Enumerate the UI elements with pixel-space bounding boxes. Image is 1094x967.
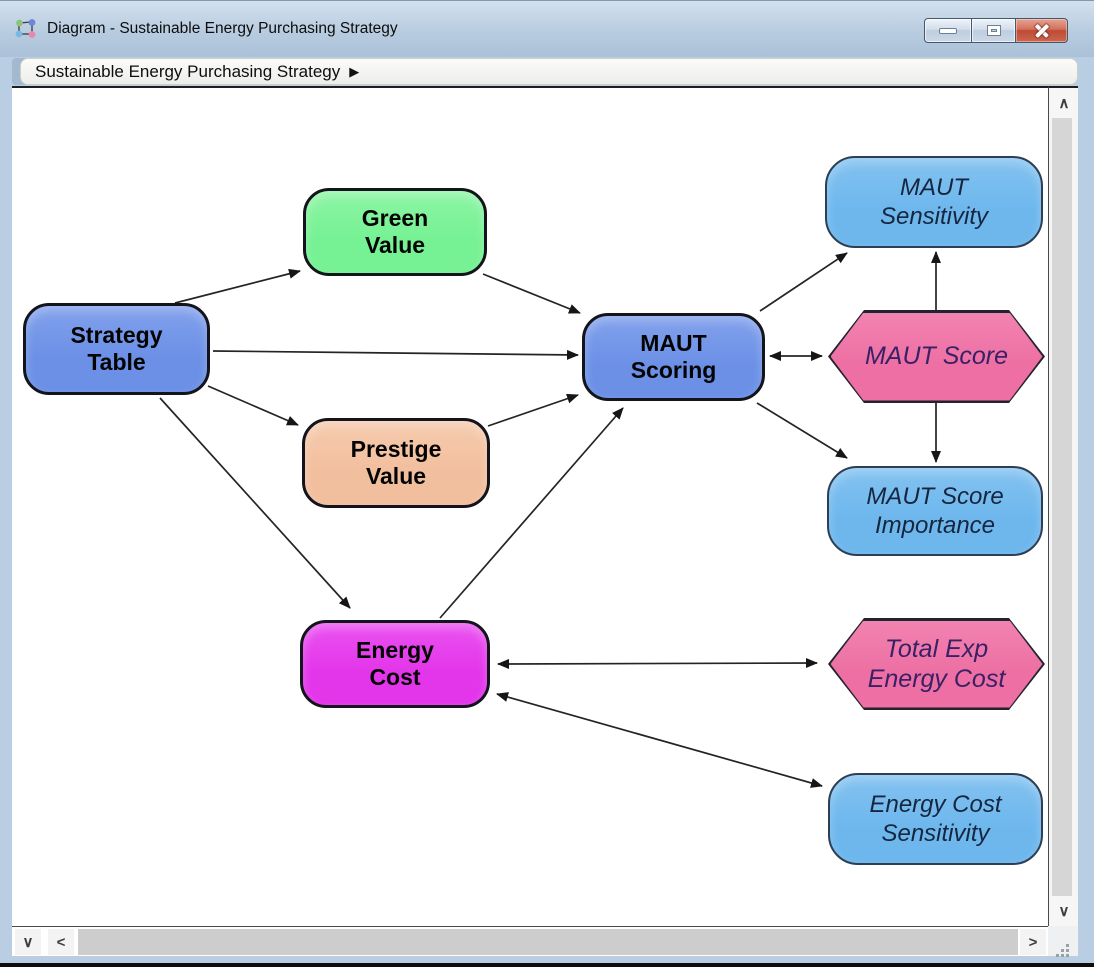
node-label: Cost [369,664,421,690]
breadcrumb[interactable]: Sustainable Energy Purchasing Strategy ▶ [20,58,1078,85]
edge-strategy-prestige [207,385,299,426]
node-label: MAUT Score [864,342,1009,371]
edge-energy-totalexp [497,658,818,669]
node-label: Sensitivity [879,203,989,230]
minimize-button[interactable] [924,18,972,43]
node-label: Green [361,205,429,232]
node-label: Strategy [70,322,163,349]
maximize-button[interactable] [972,18,1016,43]
scroll-right-button[interactable]: > [1020,929,1046,955]
breadcrumb-expand-icon[interactable]: ▶ [349,63,360,79]
chevron-down-icon: ∨ [1058,903,1070,920]
hexagon-fill [831,621,1043,708]
horizontal-scrollbar-track[interactable] [78,929,1018,955]
minimize-icon [940,28,956,33]
node-label: Total Exp [884,634,989,663]
scroll-down-button[interactable]: ∨ [1050,896,1078,926]
close-icon [1033,23,1051,39]
window-controls [924,18,1068,43]
hexagon-fill [831,313,1043,401]
edge-energy-ecsens [496,692,823,788]
resize-grip[interactable] [1048,926,1078,956]
node-label: Table [87,349,146,375]
edge-green-maut [482,273,581,314]
node-label: Value [364,232,426,258]
title-bar: Diagram - Sustainable Energy Purchasing … [0,1,1094,57]
edge-strategy-green [174,268,301,304]
diagram-app-icon [14,18,38,40]
resize-grip-icon [1066,944,1069,947]
vertical-scrollbar[interactable]: ∧ ∨ [1048,86,1078,926]
scroll-up-button[interactable]: ∧ [1050,88,1078,118]
edge-maut-importance [756,402,848,459]
node-label: Energy [356,637,434,664]
node-label: Value [365,463,427,489]
pane-expand-button[interactable]: ∨ [15,929,41,955]
close-button[interactable] [1016,18,1068,43]
horizontal-scrollbar[interactable]: ∨ < > [12,926,1048,956]
edge-maut-sensitivity [759,252,848,312]
node-label: MAUT [900,173,968,201]
chevron-right-icon: > [1028,933,1038,951]
chevron-down-icon: ∨ [22,934,34,951]
vertical-scrollbar-track[interactable] [1052,118,1072,896]
node-label: Scoring [630,357,717,383]
node-label: Importance [874,512,996,539]
node-maut-score[interactable]: MAUT Score [828,310,1045,403]
chevron-up-icon: ∧ [1058,95,1070,112]
node-label: Prestige [350,436,442,463]
edge-prestige-maut [487,393,579,427]
maximize-icon [987,26,1000,35]
node-label: Energy Cost [867,665,1006,693]
node-label: Sensitivity [881,820,990,847]
chevron-left-icon: < [56,933,66,951]
scroll-left-button[interactable]: < [48,929,74,955]
breadcrumb-label: Sustainable Energy Purchasing Strategy [35,61,341,81]
node-label: MAUT [640,330,707,357]
node-label: MAUT Score [866,482,1004,510]
node-label: Energy Cost [869,790,1002,818]
edge-strategy-maut [212,349,579,360]
window-title: Diagram - Sustainable Energy Purchasing … [47,20,398,37]
